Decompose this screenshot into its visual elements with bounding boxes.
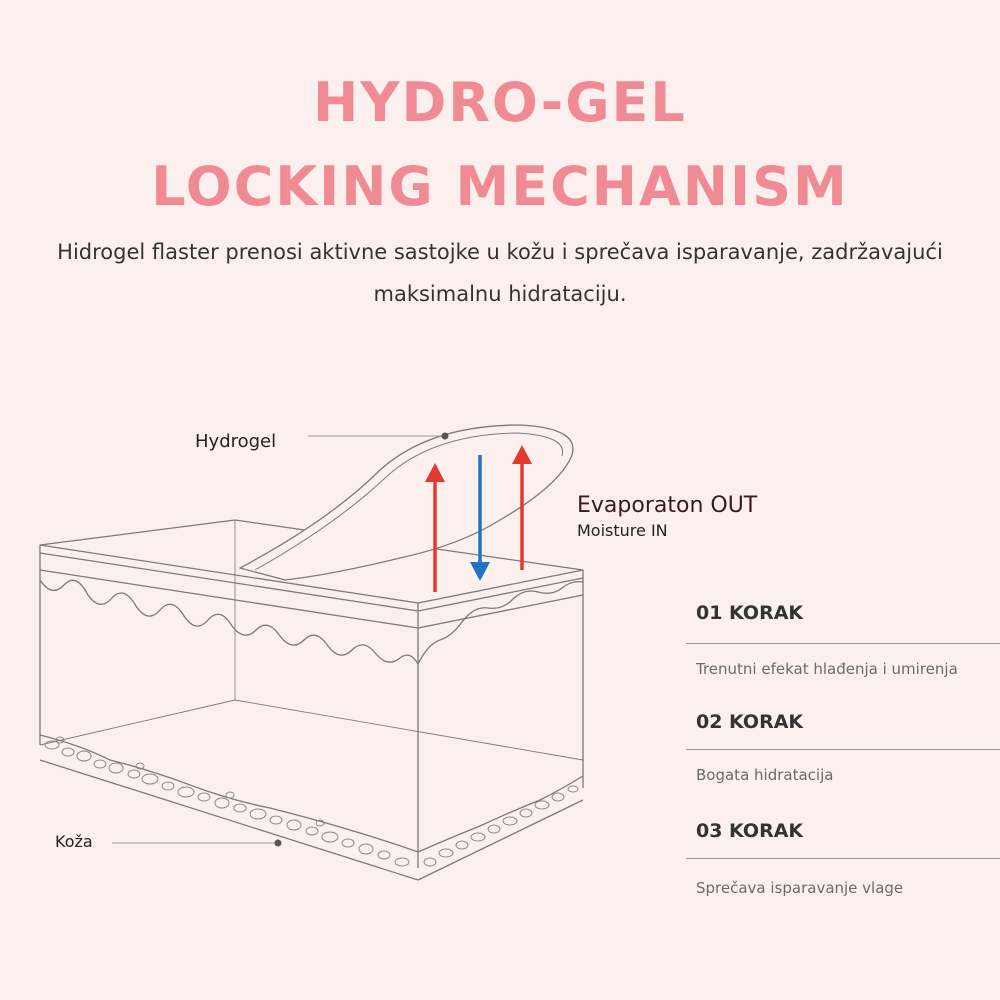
skin-label: Koža: [55, 832, 93, 851]
step-3-title: 03 KORAK: [696, 820, 804, 842]
skin-leader-dot: [274, 839, 282, 847]
step-3-divider: [686, 858, 1000, 859]
cobblestones: [44, 736, 579, 867]
description-line-2: maksimalnu hidrataciju.: [373, 282, 627, 306]
page-title-line-2: LOCKING MECHANISM: [151, 155, 849, 218]
step-2-divider: [686, 749, 1000, 750]
step-1-title: 01 KORAK: [696, 602, 804, 624]
hydrogel-leader-dot: [441, 432, 449, 440]
base-layer-front-top: [39, 734, 419, 853]
hydrogel-patch: [239, 424, 574, 581]
base-layer-front-bottom: [39, 759, 419, 881]
step-3-description: Sprečava isparavanje vlage: [696, 879, 904, 897]
step-2-title: 02 KORAK: [696, 711, 804, 733]
box-inner-bottom: [39, 699, 584, 761]
dermis-wave-side: [417, 580, 584, 665]
evaporation-arrow-left: [425, 463, 445, 592]
step-1-divider: [686, 643, 1000, 644]
skin-layer-line: [39, 569, 584, 629]
base-layer-side-top: [417, 775, 584, 853]
moisture-label: Moisture IN: [577, 521, 668, 540]
dermis-wave-front: [39, 579, 419, 665]
evaporation-label: Evaporaton OUT: [577, 493, 758, 518]
step-1-description: Trenutni efekat hlađenja i umirenja: [696, 660, 958, 678]
hydrogel-patch-inner: [254, 432, 564, 571]
page-title-line-1: HYDRO-GEL: [313, 71, 687, 134]
evaporation-arrow-right: [512, 445, 532, 570]
description-line-1: Hidrogel flaster prenosi aktivne sastojk…: [57, 240, 943, 264]
base-layer-side-bottom: [417, 799, 584, 881]
hydrogel-label: Hydrogel: [195, 431, 276, 452]
moisture-arrow: [470, 455, 490, 581]
step-2-description: Bogata hidratacija: [696, 766, 834, 784]
